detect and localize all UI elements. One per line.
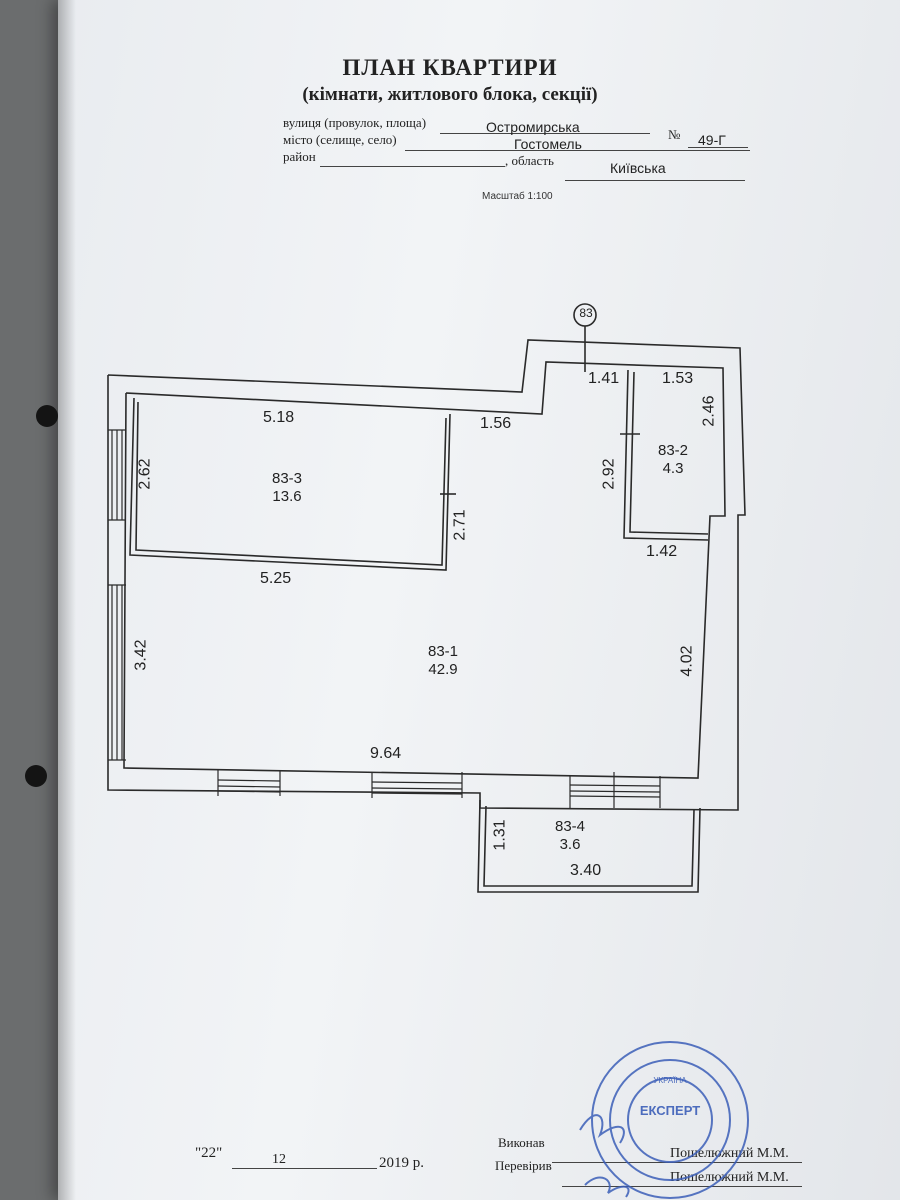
dimension-label: 5.25 (260, 570, 292, 587)
room-id: 83-4 (554, 818, 586, 835)
dimension-label: 2.46 (700, 395, 718, 427)
room-area: 13.6 (272, 488, 302, 505)
district-label: район (283, 149, 316, 164)
dimension-label: 1.42 (646, 543, 678, 560)
dimension-label: 9.64 (370, 745, 402, 762)
room-id: 83-3 (271, 470, 303, 487)
dimension-label: 2.71 (451, 509, 469, 541)
checked-underline (562, 1186, 802, 1187)
document-page (58, 0, 900, 1200)
city-value: Гостомель (514, 136, 582, 152)
dimension-label: 1.41 (588, 370, 620, 387)
dimension-label: 1.31 (491, 819, 509, 851)
dimension-label: 3.42 (132, 639, 150, 671)
checked-label: Перевірив (495, 1158, 552, 1173)
dimension-label: 1.56 (480, 415, 512, 432)
room-83-2-walls (623, 369, 709, 541)
page-title: ПЛАН КВАРТИРИ (342, 55, 558, 80)
room-id: 83-1 (427, 643, 459, 660)
checked-name: Пошелюжний М.М. (670, 1170, 789, 1185)
room-83-3-walls (129, 397, 451, 571)
dimension-label: 1.53 (662, 370, 694, 387)
inner-wall-outline (123, 361, 726, 779)
room-83-3-label: 83-3 13.6 (262, 470, 312, 506)
windows-bottom (217, 770, 661, 808)
city-label: місто (селище, село) (283, 132, 397, 147)
scale-label: Масштаб 1:100 (482, 191, 553, 202)
page-subtitle: (кімнати, житлового блока, секції) (302, 84, 598, 105)
page-edge-shadow (58, 0, 76, 1200)
marker-circle (573, 303, 597, 327)
outer-wall-outline (107, 339, 746, 811)
room-83-1-label: 83-1 42.9 (418, 643, 468, 679)
dimension-label: 2.62 (136, 458, 154, 490)
room-area: 4.3 (662, 460, 684, 477)
city-underline (405, 150, 750, 151)
street-value: Остромирська (486, 119, 580, 135)
district-underline (320, 166, 505, 167)
room-83-2-label: 83-2 4.3 (648, 442, 698, 478)
binder-hole (36, 405, 58, 427)
executed-underline (552, 1162, 802, 1163)
stamp-country-text: УКРАЇНА (653, 1076, 687, 1085)
signature-scribble (579, 1114, 625, 1144)
signature-scribble (584, 1176, 630, 1198)
date-underline (232, 1168, 377, 1169)
stamp-center-text: ЕКСПЕРТ (640, 1103, 700, 1118)
street-underline (440, 133, 650, 134)
dimension-label: 5.18 (263, 409, 295, 426)
date-month: 12 (272, 1152, 286, 1167)
balcony-walls (477, 799, 701, 893)
executed-label: Виконав (498, 1135, 545, 1150)
windows-left (108, 429, 126, 761)
binder-hole (25, 765, 47, 787)
room-id: 83-2 (657, 442, 689, 459)
number-value: 49-Г (698, 132, 726, 148)
dimension-label: 4.02 (678, 645, 696, 677)
oblast-value: Київська (610, 160, 666, 176)
street-label: вулиця (провулок, площа) (283, 115, 427, 130)
room-area: 3.6 (559, 836, 581, 853)
organization-stamp: ЕКСПЕРТ УКРАЇНА (579, 1041, 749, 1199)
dimension-label: 2.92 (600, 458, 618, 490)
dimension-label: 3.40 (570, 862, 602, 879)
plan-marker-label: 83 (579, 306, 593, 320)
number-label: № (668, 127, 681, 142)
oblast-underline (565, 180, 745, 181)
date-day: "22" (195, 1145, 223, 1161)
oblast-label: , область (505, 153, 554, 168)
room-area: 42.9 (428, 661, 458, 678)
date-year: 2019 р. (379, 1155, 424, 1171)
room-83-4-label: 83-4 3.6 (545, 818, 595, 854)
number-underline (688, 147, 748, 148)
